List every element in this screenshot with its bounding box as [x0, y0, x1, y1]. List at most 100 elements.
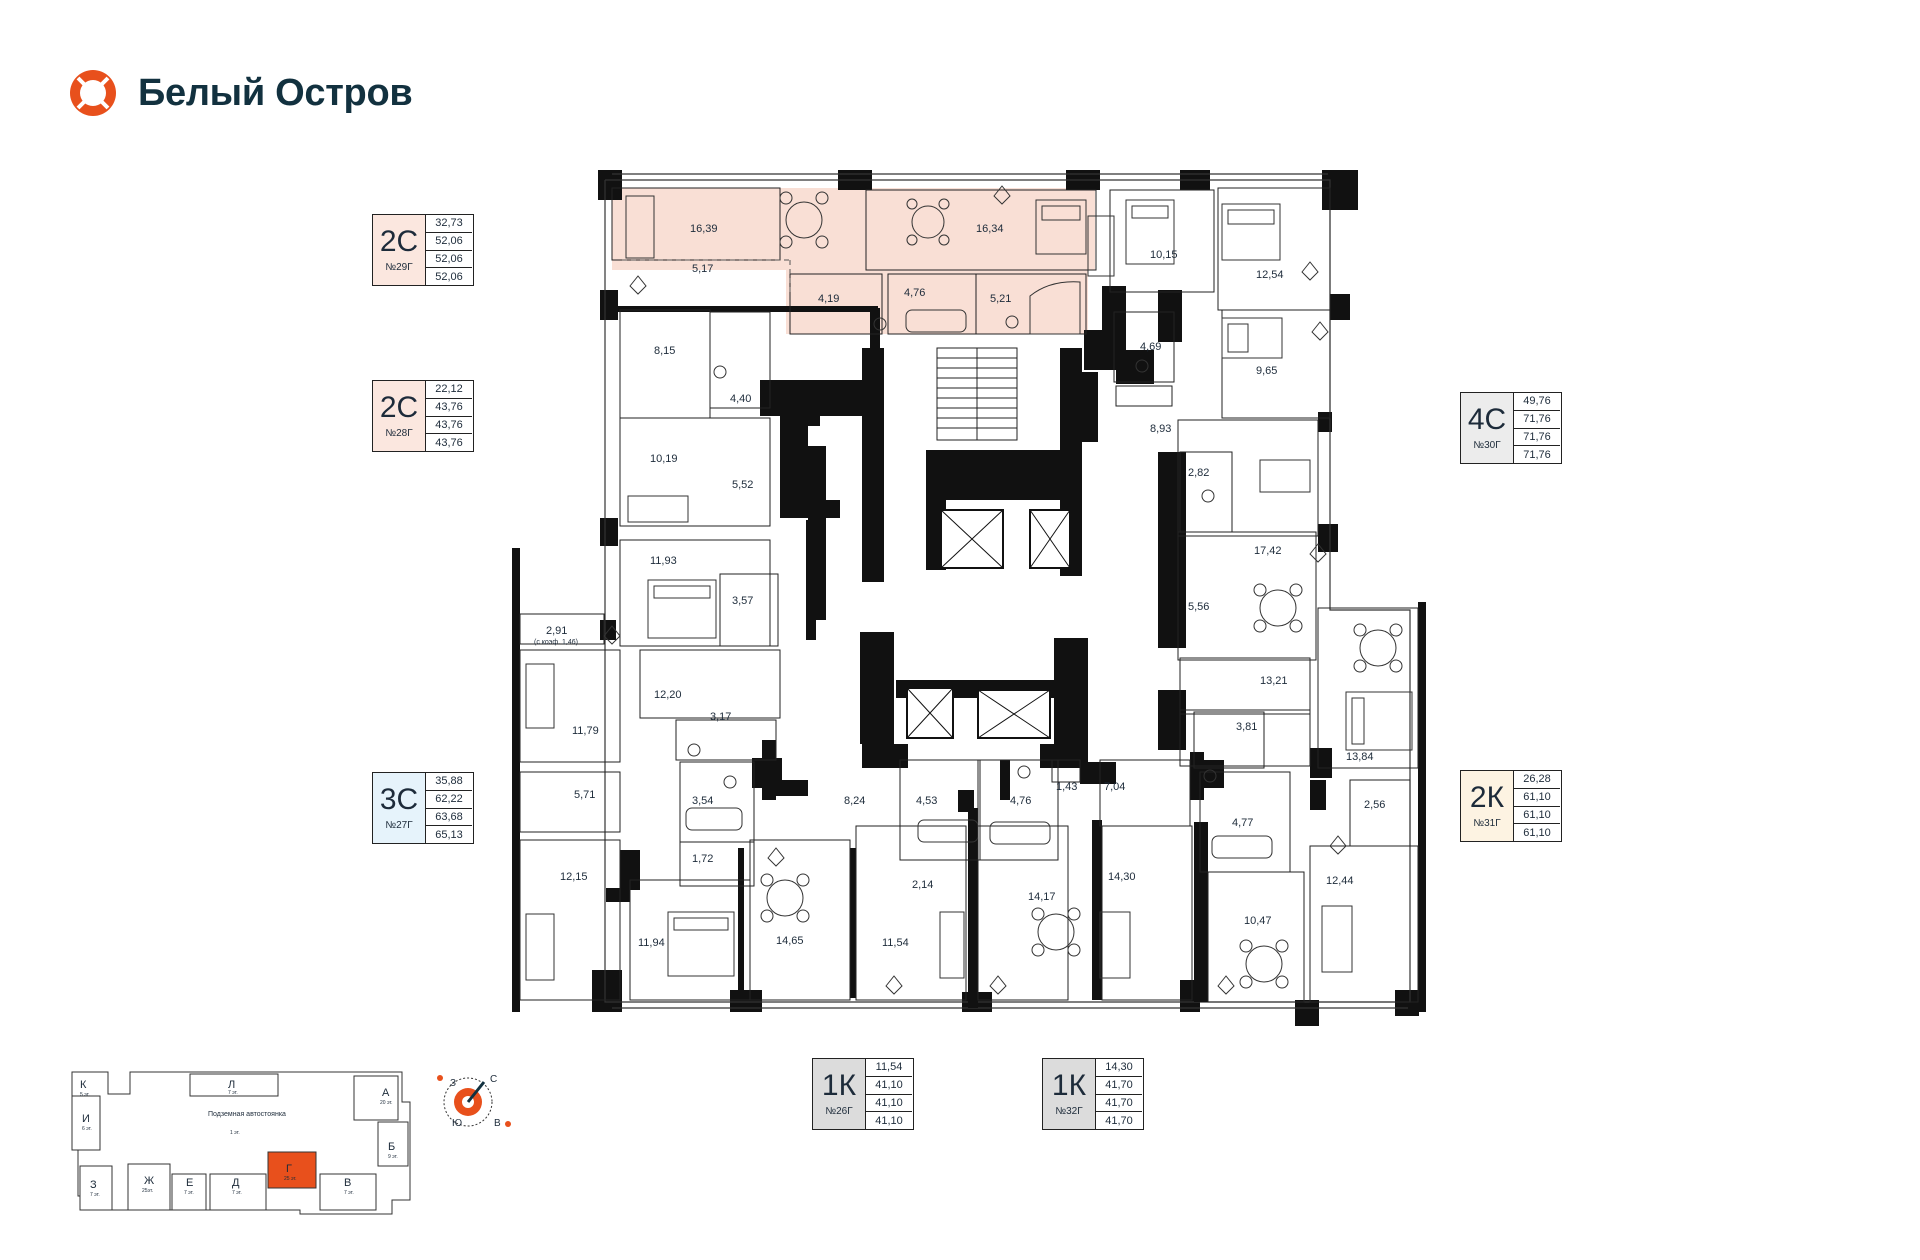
- room-area: 5,71: [574, 789, 595, 801]
- room-area-labels: 16,39 16,34 5,17 4,19 4,76 5,21 10,15 12…: [534, 223, 1385, 949]
- bed-icons: [647, 199, 1413, 977]
- room-area: 4,76: [1010, 795, 1031, 807]
- svg-text:7 эт.: 7 эт.: [228, 1090, 238, 1096]
- parking-sub: 1 эт.: [230, 1130, 240, 1136]
- minimap-section-d: Д: [232, 1177, 240, 1189]
- room-area: 4,69: [1140, 341, 1161, 353]
- compass-icon: З С Ю В: [437, 1074, 511, 1129]
- plant-icons: [603, 185, 1347, 995]
- room-area: 12,15: [560, 871, 588, 883]
- minimap-section-a: А: [382, 1087, 390, 1099]
- room-area: 4,40: [730, 393, 751, 405]
- room-area: 14,65: [776, 935, 804, 947]
- room-area: 11,93: [650, 555, 677, 567]
- bathtub-icon: [1029, 281, 1081, 335]
- room-area: 5,17: [692, 263, 713, 275]
- minimap-section-k: К: [80, 1079, 87, 1091]
- bed-icon: [1345, 691, 1413, 751]
- site-minimap: К 5 эт. Л 7 эт. А 20 эт. И 6 эт. Б 9 эт.…: [71, 1071, 411, 1215]
- toilet-icon: [1201, 489, 1215, 503]
- room-area: 3,57: [732, 595, 753, 607]
- svg-text:6 эт.: 6 эт.: [82, 1126, 92, 1132]
- room-area: 4,77: [1232, 817, 1253, 829]
- sofa-icons: [525, 195, 1353, 981]
- highlighted-apartment: [612, 188, 1095, 334]
- room-area: 2,56: [1364, 799, 1385, 811]
- room-area: 4,76: [904, 287, 925, 299]
- room-area: 12,54: [1256, 269, 1284, 281]
- dining-table-icon: [760, 873, 810, 923]
- bed-icon: [1035, 199, 1087, 255]
- minimap-section-zh: Ж: [144, 1175, 154, 1187]
- room-area: 11,79: [572, 725, 599, 737]
- room-area: 8,93: [1150, 423, 1171, 435]
- room-area: 3,81: [1236, 721, 1257, 733]
- minimap-section-g: Г: [286, 1163, 292, 1175]
- room-area: 10,15: [1150, 249, 1178, 261]
- dashed-boundary: [622, 259, 791, 296]
- bath-fixture-icons: [685, 281, 1273, 859]
- room-area: 11,94: [638, 937, 665, 949]
- room-area: 3,17: [710, 711, 731, 723]
- room-area: 14,30: [1108, 871, 1136, 883]
- room-area: 4,53: [916, 795, 937, 807]
- room-area: 1,43: [1056, 781, 1077, 793]
- room-area: 7,04: [1104, 781, 1125, 793]
- room-area: 9,65: [1256, 365, 1277, 377]
- bathtub-icon: [905, 309, 967, 333]
- dining-table-icon: [906, 198, 950, 246]
- exterior-envelope: [604, 173, 1411, 1009]
- bed-icon: [647, 579, 717, 639]
- minimap-section-e: Е: [186, 1177, 193, 1189]
- minimap-section-i: И: [82, 1113, 90, 1125]
- plant-icon: [629, 275, 647, 295]
- room-area: 5,21: [990, 293, 1011, 305]
- toilet-icon: [1203, 769, 1217, 783]
- svg-text:7 эт.: 7 эт.: [90, 1192, 100, 1198]
- sofa-icon: [525, 663, 555, 729]
- plant-icon: [767, 847, 785, 867]
- toilet-icon: [687, 743, 701, 757]
- room-outlines: [519, 187, 1419, 1003]
- room-area: 3,54: [692, 795, 713, 807]
- brand-logo-icon: [70, 70, 116, 116]
- svg-text:9 эт.: 9 эт.: [388, 1154, 398, 1160]
- toilet-icon: [723, 775, 737, 789]
- brand-name: Белый Остров: [138, 71, 413, 114]
- staircase: [936, 347, 1018, 441]
- toilet-icon: [713, 365, 727, 379]
- sofa-icon: [1087, 215, 1115, 277]
- toilet-icon: [1005, 315, 1019, 329]
- room-area: 4,19: [818, 293, 839, 305]
- room-area: 5,56: [1188, 601, 1209, 613]
- room-area: 12,44: [1326, 875, 1354, 887]
- plant-icon: [1311, 321, 1329, 341]
- interior-walls: [606, 286, 1332, 1008]
- room-area: 5,52: [732, 479, 753, 491]
- plant-icon: [1301, 261, 1319, 281]
- room-area: 16,34: [976, 223, 1004, 235]
- sofa-icon: [1099, 911, 1131, 979]
- plant-icon: [1309, 543, 1327, 563]
- dining-table-icon: [779, 191, 829, 249]
- toilet-icon: [1135, 359, 1149, 373]
- compass-east: В: [494, 1118, 501, 1129]
- minimap-section-z: З: [90, 1179, 97, 1191]
- room-area: 8,15: [654, 345, 675, 357]
- dining-table-icon: [1239, 939, 1289, 989]
- room-area: 17,42: [1254, 545, 1282, 557]
- minimap-section-l: Л: [228, 1079, 235, 1091]
- room-area: 14,17: [1028, 891, 1056, 903]
- minimap-section-v: В: [344, 1177, 351, 1189]
- dining-table-icons: [760, 191, 1403, 989]
- svg-text:5 эт.: 5 эт.: [80, 1092, 90, 1098]
- compass-north: С: [490, 1074, 497, 1085]
